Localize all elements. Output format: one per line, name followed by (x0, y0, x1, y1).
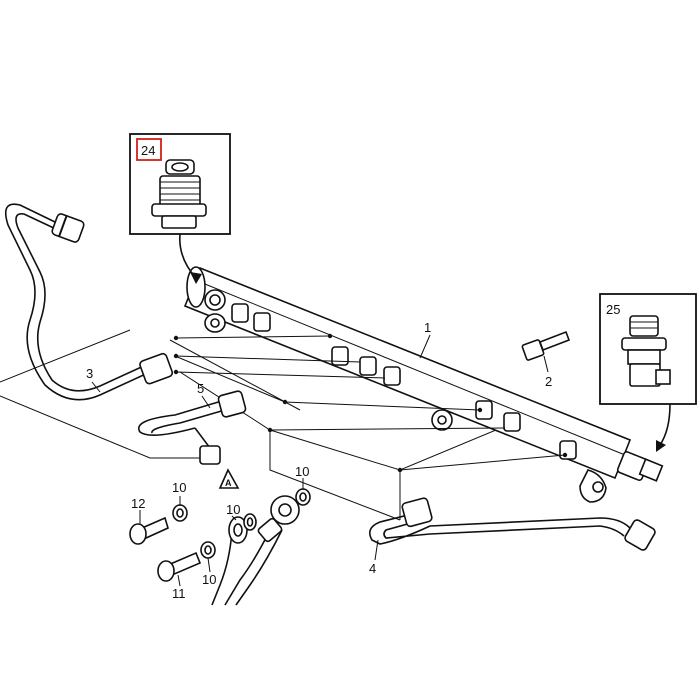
pipe-5 (138, 390, 247, 465)
bolt-2 (521, 330, 571, 361)
callout-10-c: 10 (226, 502, 240, 517)
pipe-3 (4, 203, 174, 401)
box-25-label: 25 (606, 302, 620, 317)
callout-12: 12 (131, 496, 145, 511)
detail-box-25: 25 (599, 293, 697, 452)
detail-box-24: 24 (129, 133, 231, 284)
callout-10-b: 10 (295, 464, 309, 479)
leader-lines (91, 334, 549, 587)
callout-11: 11 (172, 586, 186, 601)
callout-10-a: 10 (172, 480, 186, 495)
callout-10-d: 10 (202, 572, 216, 587)
warning-a-label: A (225, 478, 232, 488)
callout-3: 3 (86, 366, 93, 381)
callout-1: 1 (424, 320, 431, 335)
callout-4: 4 (369, 561, 376, 576)
rail-pressure-sensor (616, 451, 664, 482)
pressure-valve-24 (151, 159, 207, 229)
rail-ports (204, 289, 577, 460)
lower-connectors (129, 468, 311, 606)
guide-lines (173, 333, 568, 473)
box-24-label-highlight (136, 138, 162, 161)
callout-2: 2 (545, 374, 552, 389)
pressure-sensor-25 (621, 315, 671, 387)
callout-5: 5 (197, 381, 204, 396)
box-24-label: 24 (141, 143, 155, 158)
pipe-4 (369, 497, 656, 551)
